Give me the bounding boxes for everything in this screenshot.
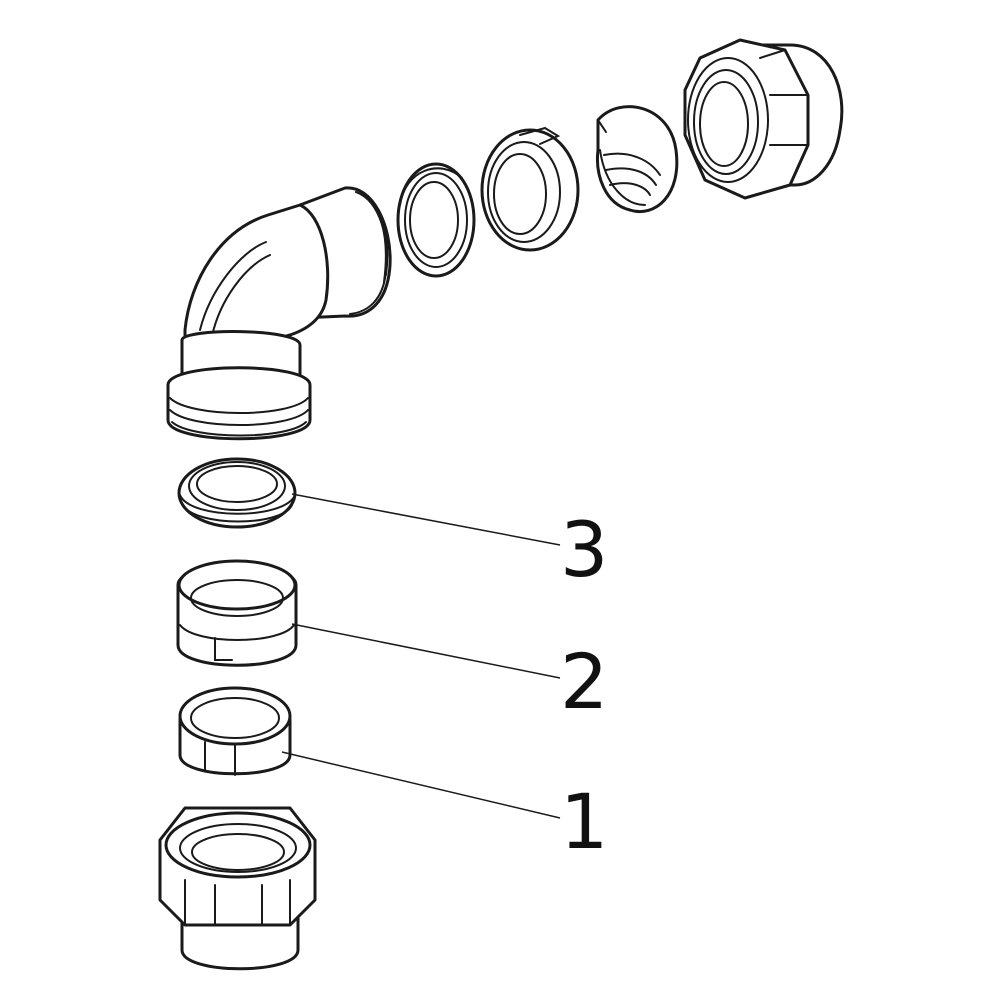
- callout-1: 1: [560, 777, 608, 866]
- seal-ring-top: [396, 162, 476, 278]
- elbow-body: [166, 186, 392, 441]
- leader-line-1: [281, 751, 561, 819]
- union-nut-top: [683, 38, 844, 200]
- leader-line-3: [291, 493, 561, 546]
- clamp-ring: [178, 686, 292, 776]
- callout-3: 3: [560, 505, 608, 594]
- union-nut-bottom: [158, 806, 317, 971]
- seal-ring: [177, 457, 297, 529]
- callout-2: 2: [560, 637, 608, 726]
- clamp-ring-top: [595, 105, 679, 213]
- split-sleeve: [176, 559, 298, 667]
- split-sleeve-top: [480, 126, 580, 252]
- leader-line-2: [291, 623, 561, 679]
